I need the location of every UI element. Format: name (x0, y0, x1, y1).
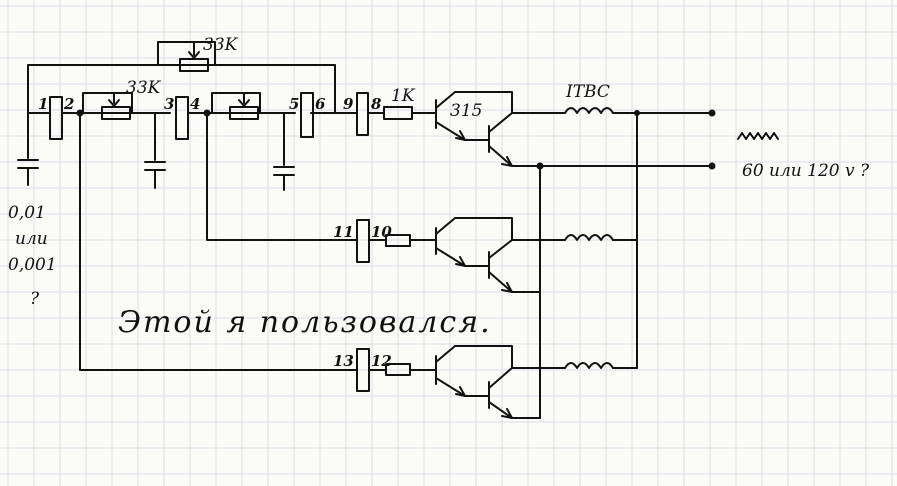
pin-2: 2 (63, 95, 74, 113)
label-transistor: 315 (450, 101, 482, 121)
coil-itbc (564, 107, 614, 114)
label-cap-value-3: 0,001 (8, 255, 57, 275)
branch-lines (76, 109, 358, 371)
label-transformer: ITBC (565, 82, 610, 102)
resistor-1k (383, 106, 413, 120)
coil-2 (564, 234, 614, 241)
channel-1 (383, 91, 716, 170)
top-feedback-network (27, 41, 336, 114)
label-output-voltage: 60 или 120 v ? (742, 161, 870, 181)
crystal-filter-11-10 (356, 219, 370, 263)
pin-4: 4 (190, 95, 200, 113)
handwritten-note: Этой я пользовался. (118, 305, 492, 340)
output-terminal-1 (708, 109, 716, 117)
label-r-mid: 33K (126, 78, 162, 98)
pin-5: 5 (289, 95, 299, 113)
scribble-mark (737, 132, 779, 140)
pin-8: 8 (371, 95, 382, 113)
pin-3: 3 (164, 95, 174, 113)
capacitor-stage-2 (144, 112, 166, 189)
label-cap-question: ? (30, 289, 40, 309)
resistor-33k-mid (82, 92, 133, 120)
pin-1: 1 (38, 95, 48, 113)
crystal-filter-9-8 (356, 92, 369, 136)
label-r-top: 33K (203, 35, 239, 55)
coil-3 (564, 362, 614, 369)
pin-12: 12 (371, 352, 392, 370)
pin-9: 9 (343, 95, 354, 113)
crystal-filter-1-2 (49, 96, 63, 140)
output-terminal-2 (708, 162, 716, 170)
label-cap-value-1: 0,01 (8, 203, 46, 223)
resistor-trim-4-5 (211, 92, 261, 120)
label-r-1k: 1K (391, 86, 416, 106)
capacitor-input (17, 112, 39, 186)
pin-13: 13 (333, 352, 354, 370)
pin-10: 10 (371, 223, 392, 241)
pin-6: 6 (315, 95, 326, 113)
crystal-filter-3-4 (175, 96, 189, 140)
channel-3 (356, 345, 638, 419)
label-cap-value-2: или (15, 229, 48, 249)
capacitor-stage-3 (273, 112, 295, 191)
pin-11: 11 (333, 223, 354, 241)
channel-2 (356, 217, 638, 293)
crystal-filter-5-6 (300, 92, 314, 138)
